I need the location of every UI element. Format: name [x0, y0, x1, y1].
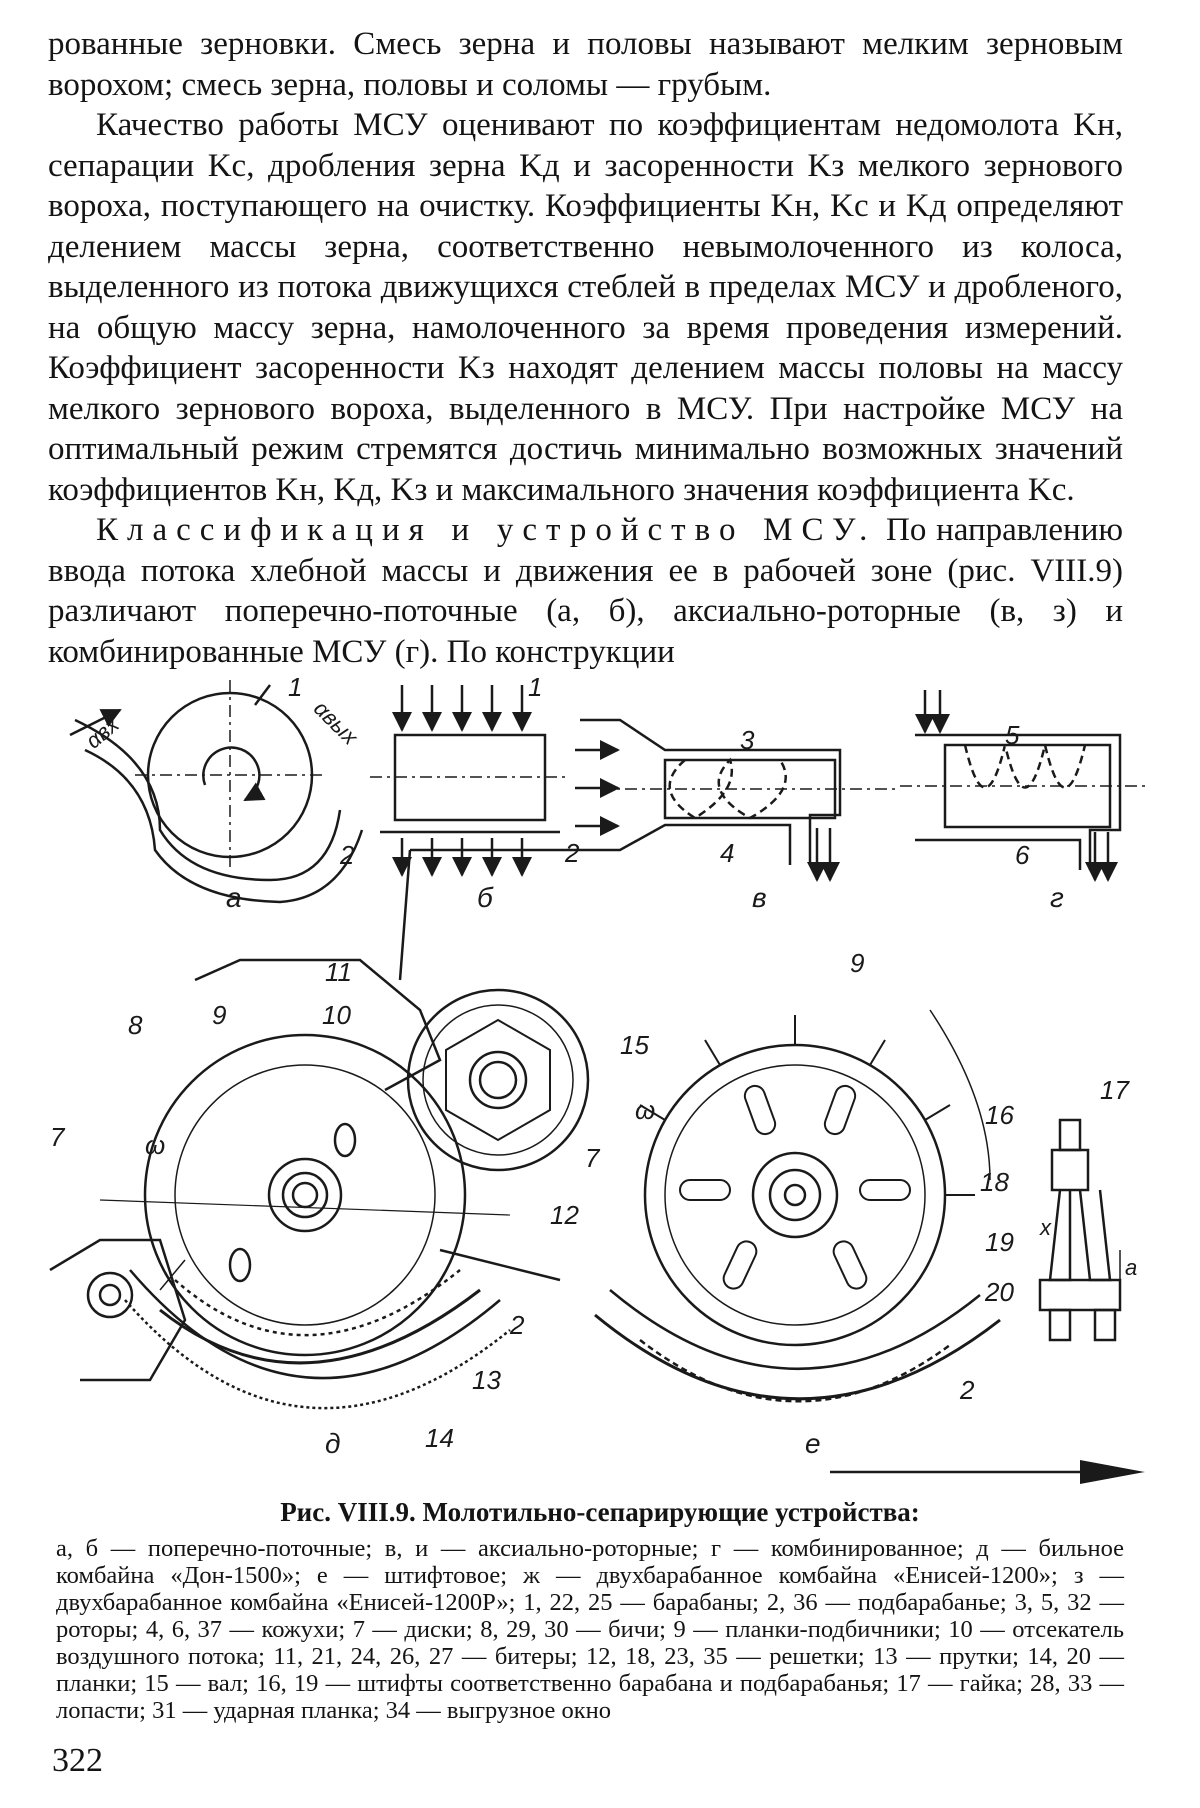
figure-caption-title: Рис. VIII.9. Молотильно-сепарирующие уст… [280, 1497, 920, 1527]
diagram-c-axial-rotor [575, 718, 900, 882]
label-e-8: 8 [128, 1010, 143, 1040]
body-text: рованные зерновки. Смесь зерна и половы … [48, 24, 1123, 672]
section-heading-inline: Классификация и устройство МСУ. [96, 512, 877, 548]
label-c-4: 4 [720, 838, 735, 868]
paragraph-3-text: По направлению ввода потока хлебной масс… [48, 512, 1124, 670]
label-e-9: 9 [212, 1000, 227, 1030]
figure-caption-body: а, б — поперечно-поточные; в, и — аксиал… [56, 1535, 1124, 1724]
diagram-b-crossflow-side [370, 685, 570, 877]
page-number: 322 [52, 1742, 103, 1779]
label-f-15: 15 [620, 1030, 649, 1060]
label-a-2: 2 [340, 840, 355, 870]
label-b-2: 2 [565, 838, 580, 868]
label-f-19: 19 [985, 1227, 1014, 1257]
letter-b: б [477, 882, 493, 913]
label-f-7: 7 [585, 1143, 600, 1173]
figure-drawings [49, 680, 1145, 1484]
paragraph-3: Классификация и устройство МСУ. По напра… [48, 510, 1123, 672]
label-e-13: 13 [472, 1365, 501, 1395]
label-e-14: 14 [425, 1423, 454, 1453]
label-d-6: 6 [1015, 840, 1030, 870]
diagram-e-rasp-bar-drum [49, 848, 590, 1410]
label-a-1: 1 [288, 672, 303, 702]
label-e-7: 7 [50, 1122, 65, 1152]
label-e-10: 10 [322, 1000, 351, 1030]
label-e-2: 2 [510, 1310, 525, 1340]
letter-e: д [325, 1428, 341, 1459]
letter-c: в [752, 882, 767, 913]
label-c-3: 3 [740, 725, 755, 755]
label-f-2: 2 [960, 1375, 975, 1405]
label-f-omega: ω [635, 1095, 656, 1125]
direction-arrow-head [1080, 1460, 1145, 1484]
diagram-a-crossflow-drum [69, 680, 364, 904]
label-b-1: 1 [528, 672, 543, 702]
label-f-a: a [1125, 1255, 1138, 1280]
label-f-x: x [1040, 1215, 1051, 1240]
label-f-18: 18 [980, 1167, 1009, 1197]
label-e-omega: ω [145, 1130, 166, 1160]
letter-a: а [226, 882, 242, 913]
label-f-20: 20 [985, 1277, 1014, 1307]
label-f-9: 9 [850, 948, 865, 978]
label-d-5: 5 [1005, 720, 1020, 750]
label-e-12: 12 [550, 1200, 579, 1230]
letter-d: г [1050, 882, 1064, 913]
diagram-d-combined [900, 690, 1145, 882]
diagram-f-peg-drum [594, 1009, 1122, 1403]
paragraph-2: Качество работы МСУ оценивают по коэффиц… [48, 107, 1123, 508]
label-f-17: 17 [1100, 1075, 1129, 1105]
label-e-11: 11 [325, 957, 352, 987]
letter-f: е [805, 1428, 821, 1459]
label-f-16: 16 [985, 1100, 1014, 1130]
figure-viii-9: 1 2 αвх αвых 1 2 3 4 5 6 8 9 10 11 7 12 … [40, 672, 1150, 1690]
paragraph-1: рованные зерновки. Смесь зерна и половы … [48, 26, 1123, 103]
